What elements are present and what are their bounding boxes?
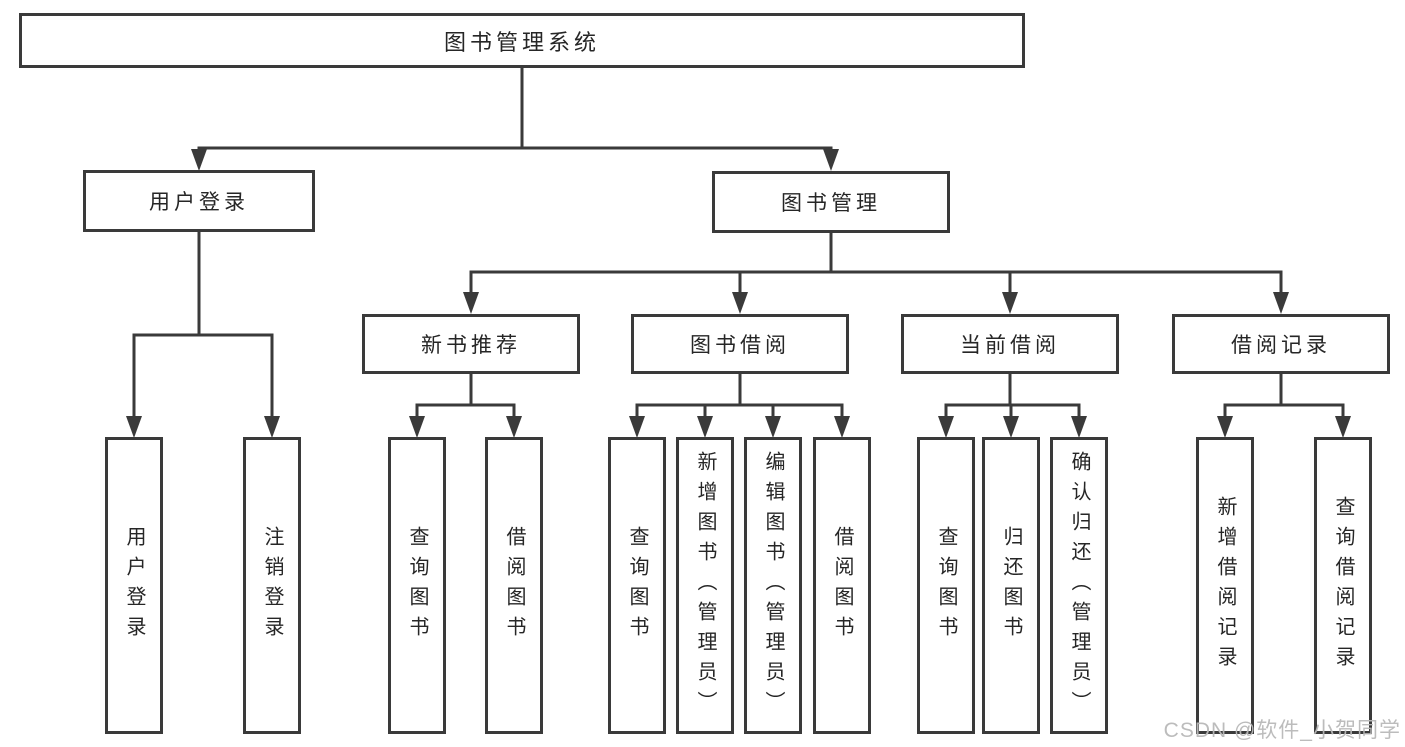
node-leaf-query-borrow-record: 查询借阅记录 — [1314, 437, 1372, 734]
csdn-watermark: CSDN @软件_小贺同学 — [1163, 719, 1401, 742]
node-root-label: 图书管理系统 — [443, 29, 600, 55]
node-book-management-label: 图书管理 — [781, 192, 881, 215]
node-user-login-label: 用户登录 — [149, 191, 249, 214]
node-leaf-user-login-label: 用户登录 — [123, 525, 145, 646]
node-leaf-return-books-label: 归还图书 — [1000, 525, 1022, 646]
arrowhead — [463, 292, 479, 314]
node-leaf-add-borrow-record: 新增借阅记录 — [1196, 437, 1254, 734]
connector-new-book-group — [415, 374, 516, 419]
node-leaf-confirm-return-admin: 确认归还（管理员） — [1050, 437, 1108, 734]
arrowhead — [1335, 416, 1351, 438]
node-current-borrowing-label: 当前借阅 — [960, 334, 1060, 357]
arrowhead — [1071, 416, 1087, 438]
node-leaf-borrow-books-2-label: 借阅图书 — [831, 525, 853, 646]
node-book-management: 图书管理 — [712, 171, 950, 233]
connector-current-borrowing-group — [944, 374, 1081, 419]
arrowhead — [938, 416, 954, 438]
connector-level3-rail — [469, 270, 1283, 294]
node-leaf-query-books-3-label: 查询图书 — [935, 525, 957, 646]
arrowhead — [823, 149, 839, 171]
arrowhead — [1273, 292, 1289, 314]
arrowheads — [126, 149, 1351, 438]
arrowhead — [126, 416, 142, 438]
node-leaf-return-books: 归还图书 — [982, 437, 1040, 734]
node-leaf-user-login: 用户登录 — [105, 437, 163, 734]
node-root: 图书管理系统 — [19, 13, 1025, 68]
arrowhead — [1002, 292, 1018, 314]
arrowhead — [506, 416, 522, 438]
node-leaf-edit-books-admin: 编辑图书（管理员） — [744, 437, 802, 734]
arrowhead — [191, 149, 207, 171]
connector-book-borrowing-group — [635, 374, 844, 419]
arrowhead — [1003, 416, 1019, 438]
node-leaf-add-borrow-record-label: 新增借阅记录 — [1214, 495, 1236, 676]
node-borrowing-records: 借阅记录 — [1172, 314, 1390, 374]
arrowhead — [697, 416, 713, 438]
node-leaf-edit-books-admin-label: 编辑图书（管理员） — [762, 450, 784, 721]
node-book-borrowing: 图书借阅 — [631, 314, 849, 374]
arrowhead — [409, 416, 425, 438]
node-book-borrowing-label: 图书借阅 — [690, 334, 790, 357]
arrowhead — [1217, 416, 1233, 438]
connector-borrowing-records-group — [1223, 374, 1345, 419]
node-leaf-confirm-return-admin-label: 确认归还（管理员） — [1068, 450, 1090, 721]
arrowhead — [834, 416, 850, 438]
node-user-login: 用户登录 — [83, 170, 315, 232]
node-leaf-query-books-1: 查询图书 — [388, 437, 446, 734]
node-leaf-query-books-2: 查询图书 — [608, 437, 666, 734]
arrowhead — [264, 416, 280, 438]
node-new-book-recommendation: 新书推荐 — [362, 314, 580, 374]
node-leaf-borrow-books-1: 借阅图书 — [485, 437, 543, 734]
node-leaf-query-books-2-label: 查询图书 — [626, 525, 648, 646]
connector-user-login-rail — [132, 333, 274, 419]
node-borrowing-records-label: 借阅记录 — [1231, 334, 1331, 357]
node-leaf-add-books-admin-label: 新增图书（管理员） — [694, 450, 716, 721]
connector-level2-rail — [197, 146, 833, 151]
node-leaf-logout-label: 注销登录 — [261, 525, 283, 646]
node-current-borrowing: 当前借阅 — [901, 314, 1119, 374]
node-new-book-recommendation-label: 新书推荐 — [421, 334, 521, 357]
node-leaf-query-borrow-record-label: 查询借阅记录 — [1332, 495, 1354, 676]
arrowhead — [732, 292, 748, 314]
arrowhead — [629, 416, 645, 438]
arrowhead — [765, 416, 781, 438]
node-leaf-logout: 注销登录 — [243, 437, 301, 734]
node-leaf-borrow-books-2: 借阅图书 — [813, 437, 871, 734]
node-leaf-query-books-1-label: 查询图书 — [406, 525, 428, 646]
node-leaf-query-books-3: 查询图书 — [917, 437, 975, 734]
node-leaf-borrow-books-1-label: 借阅图书 — [503, 525, 525, 646]
node-leaf-add-books-admin: 新增图书（管理员） — [676, 437, 734, 734]
